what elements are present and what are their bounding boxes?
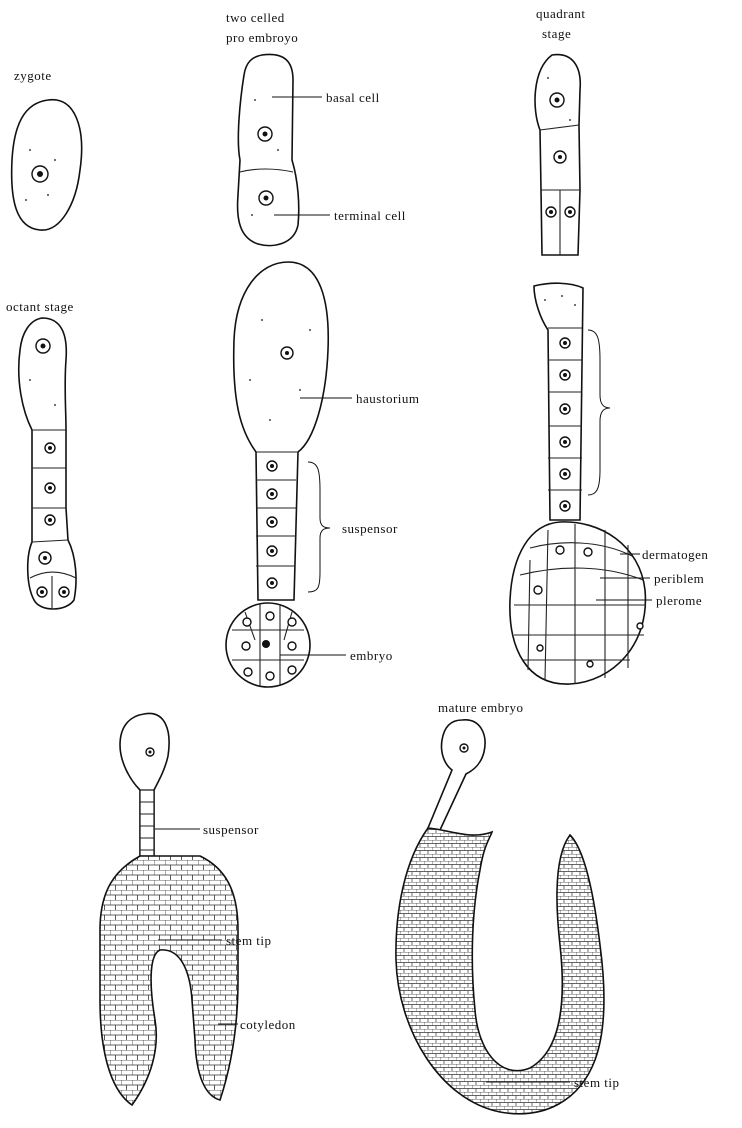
- haustorium-stage-figure: [226, 262, 328, 687]
- suspensor-brace: [308, 462, 330, 592]
- heart-stage-figure: [100, 713, 238, 1105]
- label-periblem: periblem: [654, 571, 704, 586]
- label-basal-cell: basal cell: [326, 90, 380, 105]
- label-stem-tip-heart: stem tip: [226, 933, 272, 948]
- quadrant-stage-figure: [535, 55, 580, 255]
- globular-embryo-figure: [510, 283, 646, 684]
- label-two-celled-line1: two celled: [226, 10, 285, 25]
- label-stem-tip-mature: stem tip: [574, 1075, 620, 1090]
- label-mature-embryo: mature embryo: [438, 700, 524, 715]
- label-octant-stage: octant stage: [6, 299, 74, 314]
- label-zygote: zygote: [14, 68, 52, 83]
- label-plerome: plerome: [656, 593, 702, 608]
- label-terminal-cell: terminal cell: [334, 208, 406, 223]
- label-haustorium: haustorium: [356, 391, 420, 406]
- label-suspensor-heart: suspensor: [203, 822, 259, 837]
- zygote-figure: [12, 100, 82, 230]
- label-dermatogen: dermatogen: [642, 547, 708, 562]
- label-embryo: embryo: [350, 648, 393, 663]
- label-two-celled-line2: pro embroyo: [226, 30, 298, 45]
- label-quadrant-line2: stage: [542, 26, 571, 41]
- label-cotyledon: cotyledon: [240, 1017, 296, 1032]
- octant-stage-figure: [19, 318, 76, 609]
- two-celled-proembryo-figure: [238, 54, 299, 245]
- bracket-suspensor-right: [588, 330, 610, 495]
- label-suspensor-mid: suspensor: [342, 521, 398, 536]
- mature-embryo-figure: [396, 720, 604, 1114]
- label-quadrant-line1: quadrant: [536, 6, 585, 21]
